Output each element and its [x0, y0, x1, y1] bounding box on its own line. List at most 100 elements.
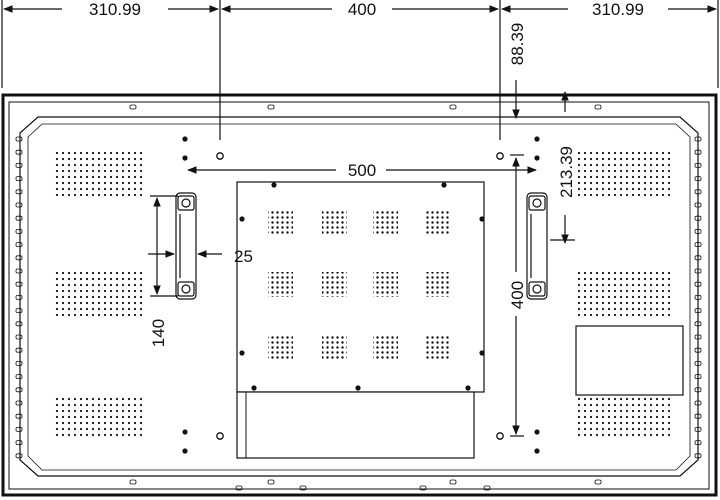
- plate-screws: [239, 182, 485, 391]
- mount-ring: [496, 152, 504, 160]
- edge-slot: [694, 426, 702, 432]
- bracket-height-dimension: [150, 195, 178, 297]
- edge-slot: [15, 189, 23, 195]
- vesa-hole-group: [322, 272, 347, 297]
- edge-slot: [694, 334, 702, 340]
- edge-slot: [15, 215, 23, 221]
- edge-slot: [694, 360, 702, 366]
- vent-grill-mid-right: [578, 272, 670, 316]
- vent-grill-mid-left: [52, 272, 144, 316]
- edge-slot: [235, 485, 243, 491]
- mount-screw: [534, 136, 540, 142]
- mount-bracket-right: [526, 192, 548, 300]
- vesa-hole-group: [373, 272, 398, 297]
- dim-label-top-left: 310.99: [89, 0, 141, 19]
- edge-slot: [694, 162, 702, 168]
- edge-slot: [694, 255, 702, 261]
- edge-slot: [15, 202, 23, 208]
- vesa-hole-group: [268, 335, 293, 360]
- edge-slot: [694, 440, 702, 446]
- mount-bracket-left: [175, 192, 197, 300]
- rear-panel-outline: [19, 116, 699, 477]
- outer-frame: [1, 93, 718, 497]
- mount-screw: [182, 429, 188, 435]
- dim-label-bracket-offset: 213.39: [557, 146, 576, 198]
- vesa-hole-group: [426, 210, 451, 235]
- edge-slot: [15, 149, 23, 155]
- vesa-hole-group: [268, 210, 293, 235]
- edge-slot: [267, 479, 275, 485]
- edge-slot: [15, 426, 23, 432]
- edge-slot: [694, 189, 702, 195]
- edge-slot: [15, 308, 23, 314]
- edge-slot: [694, 387, 702, 393]
- top-offset-dimension: [510, 80, 524, 156]
- dim-label-bracket-height: 140: [149, 319, 168, 347]
- mount-screw: [534, 155, 540, 161]
- dim-label-top-middle: 400: [348, 0, 376, 19]
- plate-screw: [251, 385, 257, 391]
- vesa-hole-group: [268, 272, 293, 297]
- edge-slot: [694, 413, 702, 419]
- edge-slot: [483, 485, 491, 491]
- mount-rings: [216, 152, 504, 440]
- edge-slot: [15, 360, 23, 366]
- edge-slot: [299, 485, 307, 491]
- edge-slot: [694, 400, 702, 406]
- vesa-hole-group: [373, 335, 398, 360]
- edge-slot: [15, 387, 23, 393]
- edge-slot: [694, 228, 702, 234]
- vent-grill-bottom-left: [52, 394, 144, 438]
- edge-slot: [15, 374, 23, 380]
- edge-slot: [15, 453, 23, 459]
- vent-grill-top-left: [52, 152, 144, 196]
- plate-screw: [479, 350, 485, 356]
- edge-slot: [449, 104, 457, 110]
- dim-label-top-offset: 88.39: [508, 23, 527, 66]
- vesa-hole-group: [322, 335, 347, 360]
- vent-grill-top-right: [578, 152, 670, 196]
- edge-slot: [449, 479, 457, 485]
- edge-slot: [15, 242, 23, 248]
- vesa-hole-groups: [268, 210, 451, 360]
- dim-label-bracket-width: 25: [234, 247, 253, 266]
- edge-slot: [419, 485, 427, 491]
- edge-slot: [15, 400, 23, 406]
- vesa-height-dimension: [510, 157, 524, 437]
- edge-slot: [129, 479, 137, 485]
- edge-slot: [694, 215, 702, 221]
- edge-slot: [15, 413, 23, 419]
- edge-slot: [15, 162, 23, 168]
- edge-slot: [594, 104, 602, 110]
- edge-slot: [694, 281, 702, 287]
- dim-label-vesa-height: 400: [508, 281, 527, 309]
- edge-slot: [694, 136, 702, 142]
- mount-screw: [182, 155, 188, 161]
- edge-slot: [694, 374, 702, 380]
- vent-grill-bottom-right: [578, 394, 670, 438]
- edge-slot: [15, 294, 23, 300]
- plate-screw: [271, 182, 277, 188]
- top-dimension-group: [1, 0, 719, 140]
- edge-slot: [15, 255, 23, 261]
- edge-slot: [594, 479, 602, 485]
- mount-ring: [496, 432, 504, 440]
- edge-slot: [15, 321, 23, 327]
- mount-ring: [216, 432, 224, 440]
- plate-screw: [239, 350, 245, 356]
- edge-slot: [267, 104, 275, 110]
- edge-slot: [694, 176, 702, 182]
- lower-cover-plate: [236, 391, 475, 459]
- edge-slot: [129, 104, 137, 110]
- connector-panel: [575, 325, 684, 396]
- edge-slot: [15, 281, 23, 287]
- rear-panel-inner-outline: [27, 123, 691, 471]
- plate-screw: [465, 385, 471, 391]
- edge-slot: [694, 308, 702, 314]
- edge-slot: [15, 228, 23, 234]
- mount-screw: [534, 448, 540, 454]
- plate-screw: [239, 216, 245, 222]
- mount-screw: [182, 136, 188, 142]
- edge-slot: [15, 136, 23, 142]
